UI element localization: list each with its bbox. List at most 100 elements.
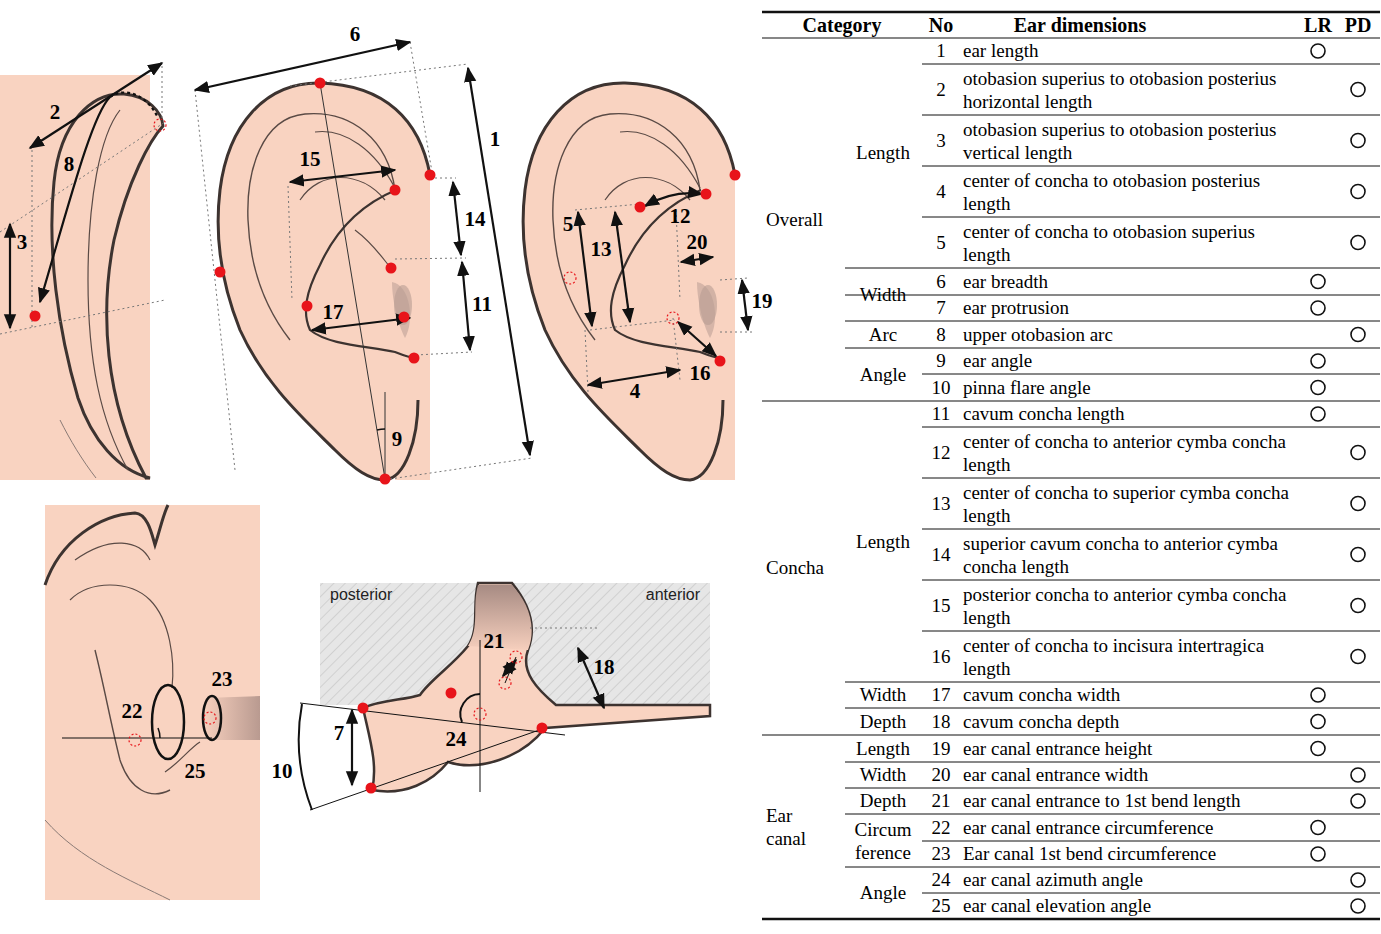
dimension-name: ear canal entrance width — [963, 763, 1303, 786]
concha-view-figure — [635, 202, 646, 213]
dimension-name: otobasion superius to otobasion posteriu… — [963, 117, 1303, 163]
callout-number: 15 — [300, 147, 321, 172]
canal-entrance-figure — [75, 543, 150, 560]
callout-number: 12 — [670, 204, 691, 229]
category-cell: Overall — [766, 208, 830, 231]
check-mark — [1311, 742, 1325, 756]
callout-number: 7 — [334, 721, 345, 746]
cross-section-figure — [351, 710, 353, 785]
canal-entrance-figure — [70, 585, 173, 688]
front-view-figure — [355, 230, 391, 268]
rear-view-figure — [0, 300, 165, 334]
dimension-name: pinna flare angle — [963, 376, 1303, 399]
callout-number: 23 — [212, 667, 233, 692]
cross-section-figure — [474, 708, 486, 720]
callout-number: 22 — [122, 699, 143, 724]
cross-section-figure — [363, 583, 710, 791]
canal-entrance-figure — [203, 696, 221, 740]
front-view-figure — [416, 352, 472, 355]
subcategory-cell: Length — [846, 530, 920, 553]
subcategory-cell: Angle — [846, 881, 920, 904]
front-view-figure — [462, 262, 470, 350]
front-view-figure — [215, 267, 226, 278]
table-header: LR — [1304, 13, 1332, 37]
subcategory-cell: Length — [846, 737, 920, 760]
check-mark — [1311, 381, 1325, 395]
front-view-figure — [468, 68, 530, 455]
table-rule — [922, 374, 1380, 375]
table-rule — [762, 11, 1380, 14]
subcategory-cell: Circum ference — [846, 817, 920, 863]
check-mark — [1311, 275, 1325, 289]
dimension-name: cavum concha length — [963, 402, 1303, 425]
cross-section-figure — [537, 723, 548, 734]
subcategory-cell: Depth — [846, 789, 920, 812]
check-marks — [1311, 44, 1365, 913]
callout-number: 3 — [17, 230, 28, 255]
front-view-figure — [195, 90, 235, 470]
callout-number: 11 — [472, 292, 492, 317]
cross-section-figure — [299, 704, 312, 810]
concha-view-figure — [701, 189, 712, 200]
dimension-name: otobasion superius to otobasion posteriu… — [963, 66, 1303, 112]
dimension-name: posterior concha to anterior cymba conch… — [963, 582, 1303, 628]
row-number: 24 — [932, 868, 951, 891]
row-number: 25 — [932, 894, 951, 917]
dimension-name: cavum concha depth — [963, 710, 1303, 733]
front-view-figure — [315, 78, 326, 89]
subcategory-cell: Angle — [846, 363, 920, 386]
concha-view-figure — [678, 322, 716, 356]
check-mark — [1351, 497, 1365, 511]
table-rule — [845, 762, 1380, 763]
row-number: 10 — [932, 376, 951, 399]
check-mark — [1351, 873, 1365, 887]
table-rule — [922, 217, 1380, 218]
callout-number: 17 — [323, 300, 344, 325]
check-mark — [1351, 185, 1365, 199]
table-rule — [922, 631, 1380, 632]
table-rule — [762, 918, 1380, 921]
check-mark — [1351, 650, 1365, 664]
cross-section-figure — [499, 677, 511, 689]
cross-section-figure — [358, 703, 369, 714]
canal-entrance-figure — [45, 505, 260, 900]
callout-number: 21 — [484, 629, 505, 654]
callout-number: 14 — [465, 207, 486, 232]
row-number: 21 — [932, 789, 951, 812]
rear-view-figure — [9, 224, 11, 328]
row-number: 8 — [936, 323, 946, 346]
table-rule — [845, 708, 1380, 709]
check-mark — [1351, 83, 1365, 97]
table-rule — [922, 115, 1380, 116]
row-number: 22 — [932, 816, 951, 839]
row-number: 18 — [932, 710, 951, 733]
dimension-name: ear canal entrance to 1st bend length — [963, 789, 1303, 812]
check-mark — [1311, 715, 1325, 729]
table-rule — [762, 734, 1380, 735]
canal-entrance-figure — [45, 820, 170, 900]
table-rule — [922, 64, 1380, 65]
concha-view-figure — [585, 330, 588, 392]
concha-view-figure — [523, 83, 735, 480]
dimension-name: Ear canal 1st bend circumference — [963, 842, 1303, 865]
front-view-figure — [320, 83, 385, 479]
front-view-figure — [385, 392, 386, 479]
subcategory-cell: Width — [846, 763, 920, 786]
concha-view-figure — [681, 257, 713, 262]
dimension-name: ear canal entrance circumference — [963, 816, 1303, 839]
check-mark — [1351, 548, 1365, 562]
table-rules — [762, 12, 1380, 919]
check-mark — [1351, 599, 1365, 613]
table-rule — [922, 580, 1380, 581]
table-header: PD — [1345, 13, 1372, 37]
check-mark — [1311, 847, 1325, 861]
concha-view-figure — [564, 272, 576, 284]
front-view-figure — [380, 474, 391, 485]
concha-view-figure — [730, 170, 741, 181]
dimension-name: ear breadth — [963, 270, 1303, 293]
table-rule — [922, 893, 1380, 894]
table-rule — [922, 529, 1380, 530]
rear-view-figure — [52, 94, 163, 478]
table-rule — [922, 166, 1380, 167]
concha-view-figure — [699, 285, 717, 325]
